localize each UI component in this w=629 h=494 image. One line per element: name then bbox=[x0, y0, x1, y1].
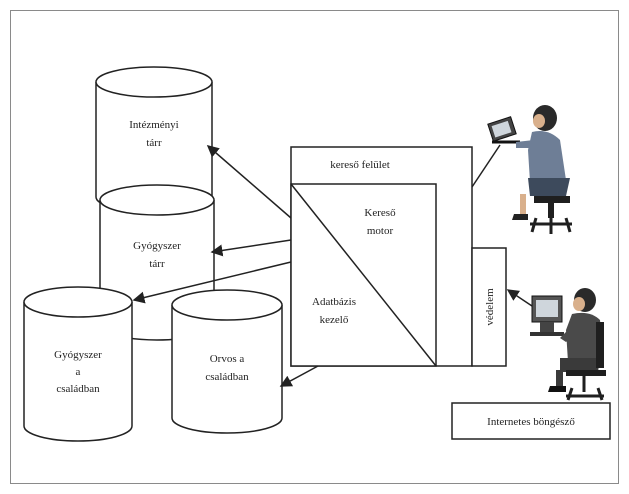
arrow-to-orvos-csaladban bbox=[279, 365, 319, 387]
database-intezmenyi-label-1: Intézményi bbox=[129, 119, 178, 131]
database-gyogyszer-csaladban-label-2: a bbox=[76, 366, 81, 378]
vedelem-label: védelem bbox=[484, 288, 496, 326]
internet-bongeszo-box: Internetes böngésző bbox=[451, 402, 611, 440]
database-gyogyszer-csaladban-label-3: családban bbox=[56, 383, 100, 395]
kereso-motor-label-1: Kereső bbox=[364, 207, 396, 219]
database-intezmenyi: Intézményi tárr bbox=[95, 66, 213, 213]
database-intezmenyi-label-2: tárr bbox=[146, 137, 162, 149]
database-gyogyszer-label-2: tárr bbox=[149, 258, 165, 270]
database-orvos-csaladban-label-2: családban bbox=[205, 371, 249, 383]
database-orvos-csaladban-label-1: Orvos a bbox=[210, 353, 245, 365]
arrow-from-woman-user bbox=[471, 144, 501, 188]
arrow-to-gyogyszer-csaladban bbox=[132, 261, 292, 304]
kereso-motor-box: Kereső motor Adatbázis kezelő bbox=[290, 183, 437, 367]
adatbazis-kezelo-label-1: Adatbázis bbox=[312, 296, 356, 308]
kereso-feluleten-label: kereső felület bbox=[330, 159, 390, 171]
database-gyogyszer-csaladban-label-1: Gyógyszer bbox=[54, 349, 102, 361]
database-gyogyszer-label-1: Gyógyszer bbox=[133, 240, 181, 252]
internet-bongeszo-label: Internetes böngésző bbox=[487, 416, 575, 428]
arrow-to-intezmenyi bbox=[206, 145, 292, 219]
database-gyogyszer-csaladban: Gyógyszer a családban bbox=[23, 286, 133, 442]
kereso-motor-label-2: motor bbox=[367, 225, 394, 237]
database-orvos-csaladban: Orvos a családban bbox=[171, 289, 283, 434]
man-user-icon bbox=[530, 288, 606, 401]
vedelem-box: védelem bbox=[471, 247, 507, 367]
woman-user-icon bbox=[487, 105, 572, 234]
arrow-to-gyogyszer bbox=[210, 239, 292, 257]
adatbazis-kezelo-label-2: kezelő bbox=[320, 314, 349, 326]
